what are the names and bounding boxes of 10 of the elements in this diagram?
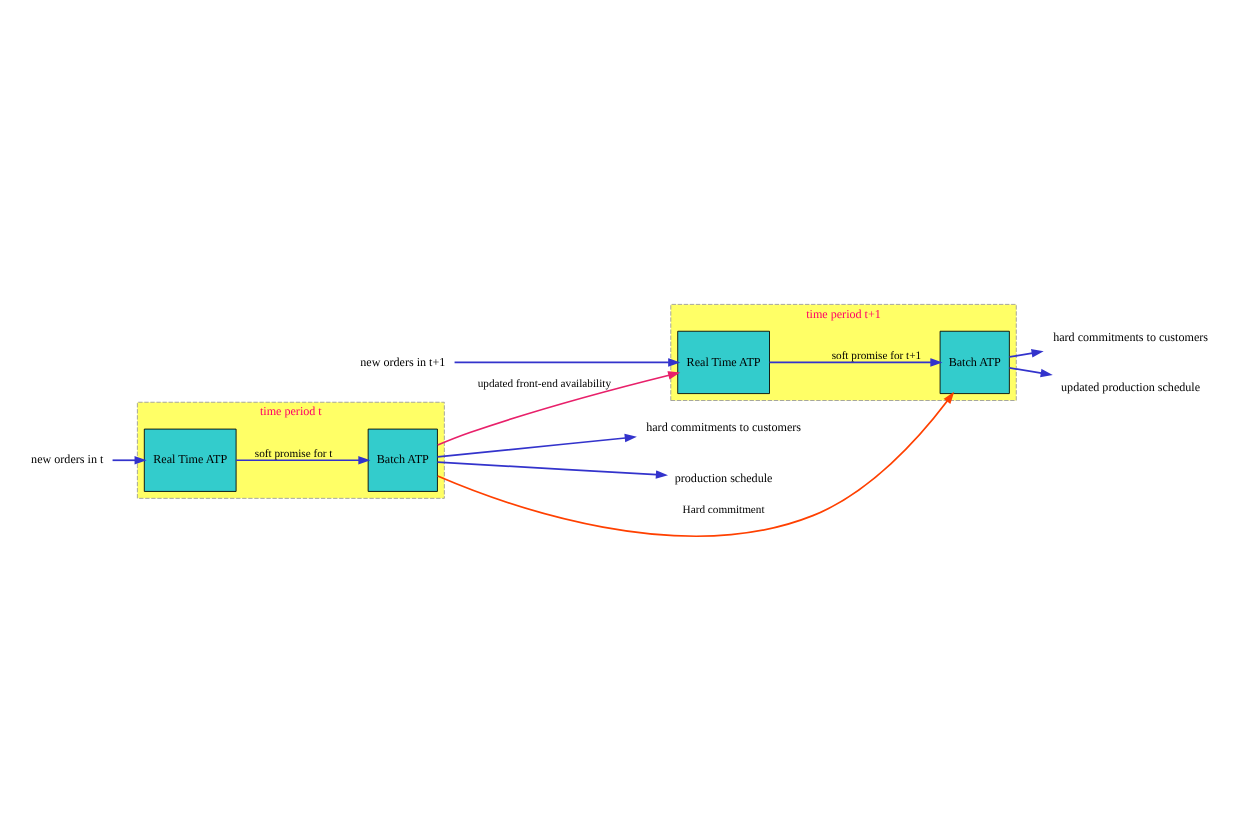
- arrow: [1008, 349, 1044, 358]
- arrow: [436, 371, 681, 446]
- arrow: [768, 358, 943, 367]
- arrow: [436, 461, 668, 479]
- arrow: [1008, 367, 1053, 378]
- arrow: [436, 433, 637, 458]
- arrow: [111, 456, 147, 465]
- arrow: [453, 358, 681, 367]
- arrow: [436, 391, 955, 537]
- arrow: [235, 456, 371, 465]
